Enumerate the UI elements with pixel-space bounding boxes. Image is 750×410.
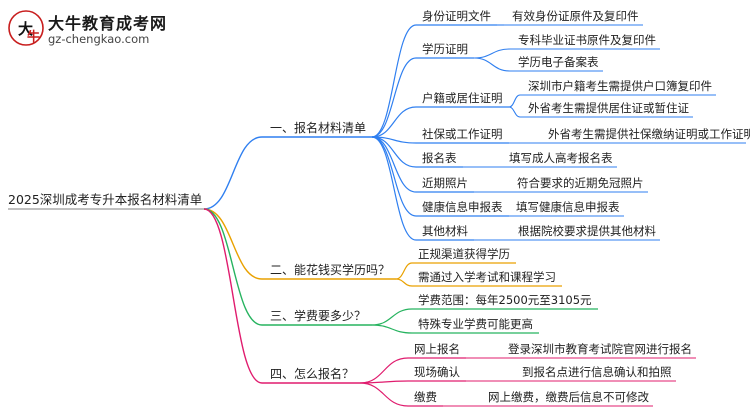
logo-url: gz-chengkao.com bbox=[48, 32, 150, 46]
root-node: 2025深圳成考专升本报名材料清单 bbox=[8, 192, 203, 207]
item-node: 社保或工作证明 bbox=[422, 127, 503, 141]
detail-link bbox=[473, 48, 511, 59]
item-node: 学费范围：每年2500元至3105元 bbox=[418, 293, 592, 307]
item-link bbox=[371, 324, 413, 334]
detail-node: 有效身份证原件及复印件 bbox=[512, 9, 639, 23]
detail-node: 登录深圳市教育考试院官网进行报名 bbox=[508, 342, 692, 356]
svg-text:牛: 牛 bbox=[27, 29, 40, 45]
detail-node: 学历电子备案表 bbox=[518, 55, 599, 69]
item-link bbox=[371, 136, 417, 241]
item-node: 其他材料 bbox=[422, 224, 468, 238]
item-link bbox=[359, 382, 409, 407]
detail-node: 专科毕业证书原件及复印件 bbox=[518, 33, 656, 47]
detail-node: 填写健康信息申报表 bbox=[516, 200, 620, 214]
detail-link bbox=[508, 106, 521, 118]
item-link bbox=[371, 136, 417, 193]
item-link bbox=[395, 262, 413, 280]
detail-node: 深圳市户籍考生需提供户口簿复印件 bbox=[528, 79, 712, 93]
item-node: 现场确认 bbox=[414, 365, 460, 379]
branch-node: 二、能花钱买学历吗？ bbox=[270, 263, 391, 277]
item-node: 需通过入学考试和课程学习 bbox=[418, 270, 556, 284]
branch-node: 三、学费要多少？ bbox=[270, 309, 367, 323]
svg-text:大: 大 bbox=[18, 20, 33, 38]
detail-link bbox=[508, 94, 521, 108]
detail-node: 网上缴费，缴费后信息不可修改 bbox=[488, 390, 649, 404]
item-link bbox=[395, 278, 413, 287]
item-node: 近期照片 bbox=[422, 176, 468, 190]
logo-title: 大牛教育成考网 bbox=[48, 14, 168, 33]
site-logo: 大 牛 大牛教育成考网 gz-chengkao.com bbox=[6, 8, 176, 52]
branch-link bbox=[203, 208, 263, 326]
detail-node: 到报名点进行信息确认和拍照 bbox=[522, 365, 672, 379]
detail-node: 外省考生需提供社保缴纳证明或工作证明 bbox=[548, 127, 750, 141]
branch-link bbox=[203, 136, 263, 210]
item-node: 健康信息申报表 bbox=[422, 200, 503, 214]
item-node: 缴费 bbox=[414, 390, 437, 404]
branch-link bbox=[203, 208, 263, 280]
detail-node: 外省考生需提供居住证或暂住证 bbox=[528, 101, 689, 115]
item-node: 身份证明文件 bbox=[422, 9, 491, 23]
item-link bbox=[371, 136, 417, 217]
item-link bbox=[371, 24, 417, 138]
item-node: 学历证明 bbox=[422, 42, 468, 56]
item-node: 报名表 bbox=[422, 151, 457, 165]
item-node: 正规渠道获得学历 bbox=[418, 247, 510, 261]
item-link bbox=[359, 357, 409, 384]
item-node: 特殊专业学费可能更高 bbox=[418, 317, 533, 331]
branch-node: 一、报名材料清单 bbox=[270, 121, 367, 135]
item-node: 户籍或居住证明 bbox=[422, 91, 503, 105]
detail-node: 填写成人高考报名表 bbox=[509, 151, 613, 165]
detail-node: 符合要求的近期免冠照片 bbox=[517, 176, 644, 190]
item-node: 网上报名 bbox=[414, 342, 460, 356]
item-link bbox=[371, 106, 417, 138]
detail-node: 根据院校要求提供其他材料 bbox=[518, 224, 656, 238]
detail-link bbox=[473, 57, 511, 72]
branch-node: 四、怎么报名？ bbox=[270, 367, 355, 381]
logo-mark-icon: 大 牛 bbox=[8, 10, 44, 46]
branch-link bbox=[203, 208, 263, 384]
item-link bbox=[371, 57, 417, 138]
item-link bbox=[371, 308, 413, 326]
